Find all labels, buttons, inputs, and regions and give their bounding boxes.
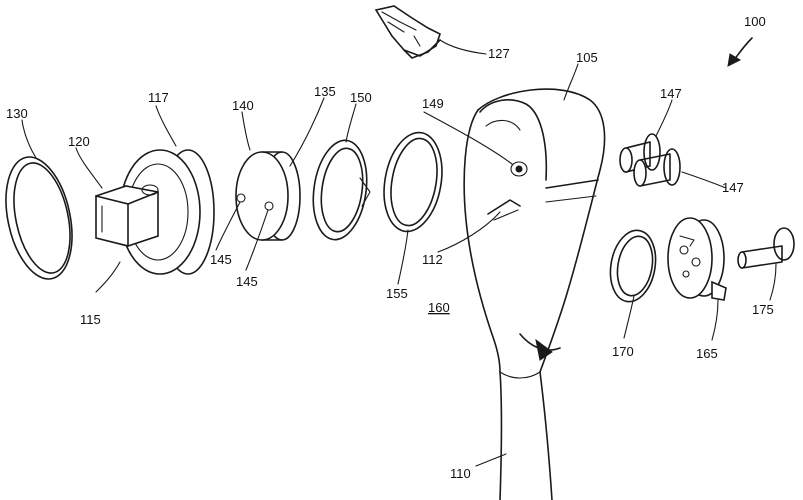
reference-numerals: 100 105 127 117 147 135 150 130 140 149 … xyxy=(6,14,774,481)
knob-175 xyxy=(737,227,795,269)
label-160: 160 xyxy=(428,300,450,315)
label-140: 140 xyxy=(232,98,254,113)
label-147-lower: 147 xyxy=(722,180,744,195)
aperture-149-dot xyxy=(515,165,523,173)
ring-170 xyxy=(609,229,657,303)
ring-155 xyxy=(383,131,443,233)
label-105: 105 xyxy=(576,50,598,65)
label-135: 135 xyxy=(314,84,336,99)
label-175: 175 xyxy=(752,302,774,317)
selector-165 xyxy=(667,217,727,301)
leader-lines xyxy=(21,39,777,467)
label-100: 100 xyxy=(744,14,766,29)
handle-110 xyxy=(499,371,553,500)
label-145-b: 145 xyxy=(236,274,258,289)
label-145-a: 145 xyxy=(210,252,232,267)
ratchet-head-105 xyxy=(463,88,606,373)
cover-plate-140 xyxy=(235,151,301,241)
pawl-127 xyxy=(374,5,441,59)
label-117: 117 xyxy=(148,90,169,105)
label-165: 165 xyxy=(696,346,718,361)
label-170: 170 xyxy=(612,344,634,359)
pin-147-lower xyxy=(633,148,681,187)
hole-145-a xyxy=(236,193,246,203)
snap-clip-150 xyxy=(312,139,371,241)
square-drive-120 xyxy=(95,184,159,247)
label-110: 110 xyxy=(450,466,471,481)
label-130: 130 xyxy=(6,106,28,121)
label-120: 120 xyxy=(68,134,90,149)
label-147-upper: 147 xyxy=(660,86,682,101)
ring-130 xyxy=(5,156,73,280)
assembly-arrow xyxy=(727,37,753,67)
ratchet-gear-115 xyxy=(95,149,215,275)
label-149: 149 xyxy=(422,96,444,111)
label-112: 112 xyxy=(422,252,443,267)
label-127: 127 xyxy=(488,46,510,61)
label-155: 155 xyxy=(386,286,408,301)
hole-145-b xyxy=(264,201,274,211)
label-150: 150 xyxy=(350,90,372,105)
label-115: 115 xyxy=(80,312,101,327)
